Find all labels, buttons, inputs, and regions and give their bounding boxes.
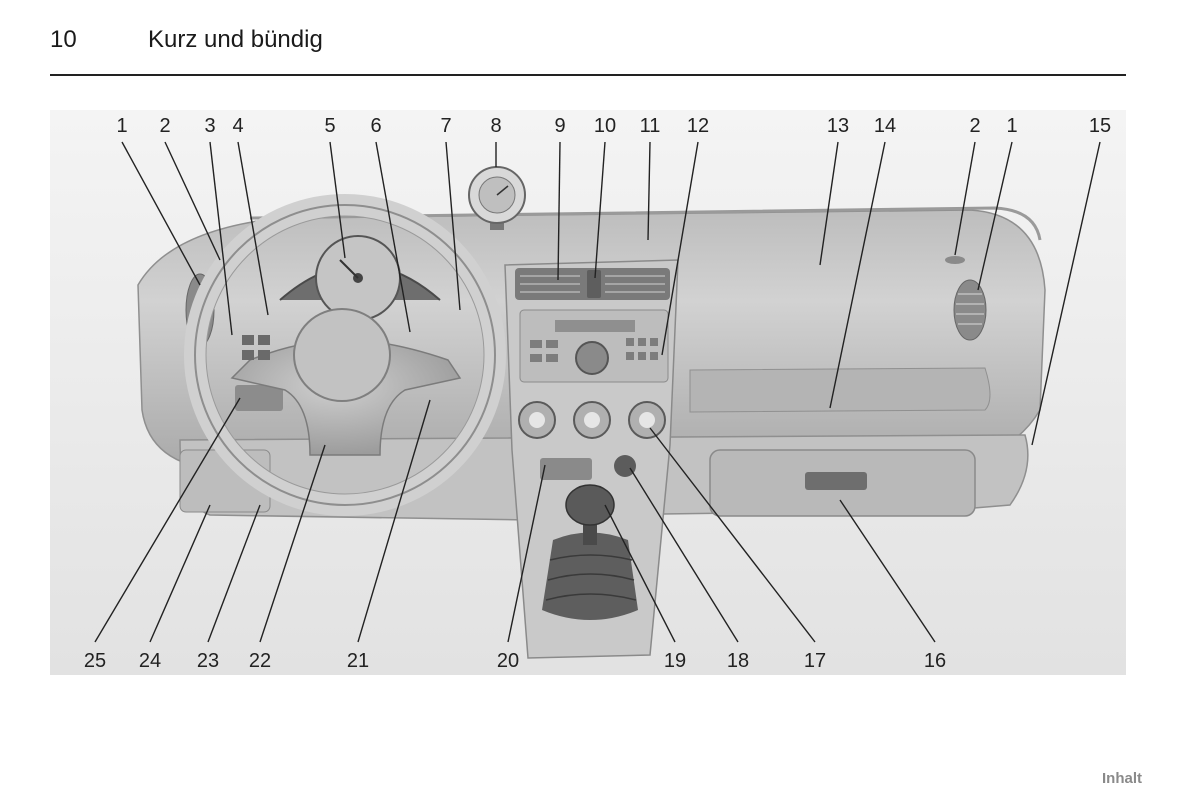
callout-label: 13 xyxy=(827,115,849,137)
callout-label: 15 xyxy=(1089,115,1111,137)
callout-label: 22 xyxy=(249,650,271,672)
callout-label: 14 xyxy=(874,115,896,137)
callout-label: 18 xyxy=(727,650,749,672)
dashboard-body xyxy=(137,166,1046,659)
callout-label: 2 xyxy=(969,115,980,137)
callout-label: 16 xyxy=(924,650,946,672)
callout-label: 25 xyxy=(84,650,106,672)
callout-label: 12 xyxy=(687,115,709,137)
leader-lines xyxy=(94,141,1101,643)
dashboard-illustration: 1 2 3 4 5 6 7 8 9 10 11 12 13 14 2 1 15 … xyxy=(50,110,1126,675)
callout-label: 10 xyxy=(594,115,616,137)
callout-label: 1 xyxy=(1006,115,1017,137)
callout-label: 19 xyxy=(664,650,686,672)
callout-label: 23 xyxy=(197,650,219,672)
callout-label: 7 xyxy=(440,115,451,137)
dashboard-figure: 1 2 3 4 5 6 7 8 9 10 11 12 13 14 2 1 15 … xyxy=(50,110,1126,675)
callouts-bottom: 25 24 23 22 21 20 19 18 17 16 xyxy=(84,650,946,672)
callouts-top: 1 2 3 4 5 6 7 8 9 10 11 12 13 14 2 1 15 xyxy=(116,115,1111,137)
steering-wheel xyxy=(184,194,506,516)
callout-label: 9 xyxy=(554,115,565,137)
callout-label: 21 xyxy=(347,650,369,672)
callout-label: 17 xyxy=(804,650,826,672)
callout-label: 5 xyxy=(324,115,335,137)
page-number: 10 xyxy=(50,26,77,53)
callout-label: 24 xyxy=(139,650,161,672)
contents-link[interactable]: Inhalt xyxy=(1102,770,1142,787)
callout-label: 2 xyxy=(159,115,170,137)
header-divider xyxy=(50,74,1126,76)
callout-label: 20 xyxy=(497,650,519,672)
callout-label: 8 xyxy=(490,115,501,137)
callout-label: 4 xyxy=(232,115,243,137)
page-title: Kurz und bündig xyxy=(148,26,323,53)
callout-label: 3 xyxy=(204,115,215,137)
callout-label: 1 xyxy=(116,115,127,137)
callout-label: 11 xyxy=(640,115,661,137)
callout-label: 6 xyxy=(370,115,381,137)
